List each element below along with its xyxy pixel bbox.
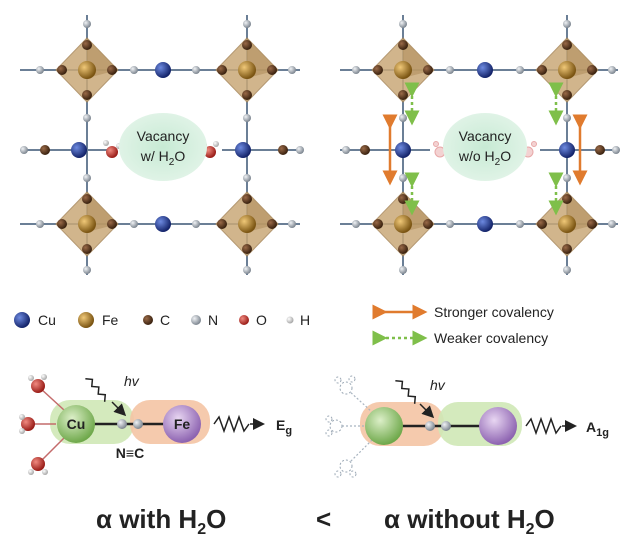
- c-atom: [441, 421, 451, 431]
- legend-fe-label: Fe: [102, 312, 119, 328]
- fe-label: Fe: [174, 416, 191, 432]
- vacancy-label-line1: Vacancy: [459, 128, 512, 144]
- legend-weaker-label: Weaker covalency: [434, 330, 548, 346]
- raman-wave: [525, 416, 562, 436]
- atom-legend: Cu Fe C N O H: [14, 312, 310, 328]
- cu-atom: [559, 142, 575, 158]
- water-ligand: [28, 457, 48, 475]
- lattice-without-water: Vacancy w/o H2O: [340, 15, 620, 275]
- legend-h-swatch: [286, 316, 294, 324]
- scheme-without-water: hv A1g: [325, 375, 609, 478]
- weaker-covalency-arrows: [404, 82, 564, 216]
- cu-label: Cu: [67, 416, 86, 432]
- raman-wave: [213, 414, 250, 434]
- cu-sphere: [365, 407, 403, 445]
- fe-sphere: [163, 405, 201, 443]
- legend-stronger-label: Stronger covalency: [434, 304, 554, 320]
- scheme-with-water: Cu N≡C Fe hv Eg: [19, 373, 292, 475]
- cu-atom: [71, 142, 87, 158]
- caption-right: α without H2O: [384, 504, 555, 538]
- caption-left: α with H2O: [96, 504, 226, 538]
- bond-legend: Stronger covalency Weaker covalency: [372, 304, 554, 346]
- legend-cu-label: Cu: [38, 312, 56, 328]
- legend-o-label: O: [256, 312, 267, 328]
- fe-atom: [78, 215, 96, 233]
- cu-atom: [155, 216, 171, 232]
- n-atom: [117, 419, 127, 429]
- water-ligand: [19, 414, 35, 434]
- vacancy-label-line2: w/ H2O: [140, 148, 186, 168]
- cu-atom: [155, 62, 171, 78]
- eg-mode-label: Eg: [276, 417, 292, 437]
- a1g-mode-label: A1g: [586, 419, 609, 439]
- hv-label: hv: [430, 377, 446, 393]
- lattice-with-water: Vacancy w/ H2O: [20, 15, 304, 275]
- legend-n-swatch: [191, 315, 201, 325]
- c-atom: [133, 419, 143, 429]
- vacancy-region: [119, 113, 207, 181]
- caption-relation: <: [316, 504, 331, 534]
- fe-atom: [394, 61, 412, 79]
- fe-atom: [558, 61, 576, 79]
- hv-label: hv: [124, 373, 140, 389]
- photon-wave: [395, 380, 417, 404]
- cu-atom: [477, 216, 493, 232]
- legend-c-swatch: [143, 315, 153, 325]
- cu-atom: [235, 142, 251, 158]
- legend-n-label: N: [208, 312, 218, 328]
- ghost-water-ligand: [334, 375, 356, 395]
- fe-atom: [238, 61, 256, 79]
- fe-atom: [394, 215, 412, 233]
- cu-sphere: [57, 405, 95, 443]
- vacancy-label-line2: w/o H2O: [458, 148, 511, 168]
- comparison-caption: α with H2O < α without H2O: [96, 504, 555, 538]
- vacancy-region: [443, 113, 527, 181]
- legend-o-swatch: [239, 315, 249, 325]
- legend-cu-swatch: [14, 312, 30, 328]
- legend-h-label: H: [300, 312, 310, 328]
- fe-sphere: [479, 407, 517, 445]
- legend-c-label: C: [160, 312, 170, 328]
- fe-atom: [558, 215, 576, 233]
- stronger-covalency-arrows: [382, 114, 588, 186]
- fe-atom: [78, 61, 96, 79]
- n-atom: [425, 421, 435, 431]
- cu-atom: [395, 142, 411, 158]
- water-ligand: [28, 374, 47, 393]
- cu-atom: [477, 62, 493, 78]
- ghost-water-ligand: [334, 459, 357, 478]
- legend-fe-swatch: [78, 312, 94, 328]
- photon-wave: [85, 378, 107, 402]
- fe-atom: [238, 215, 256, 233]
- ghost-water-ligand: [325, 415, 343, 437]
- nc-label: N≡C: [116, 445, 144, 461]
- vacancy-label-line1: Vacancy: [137, 128, 190, 144]
